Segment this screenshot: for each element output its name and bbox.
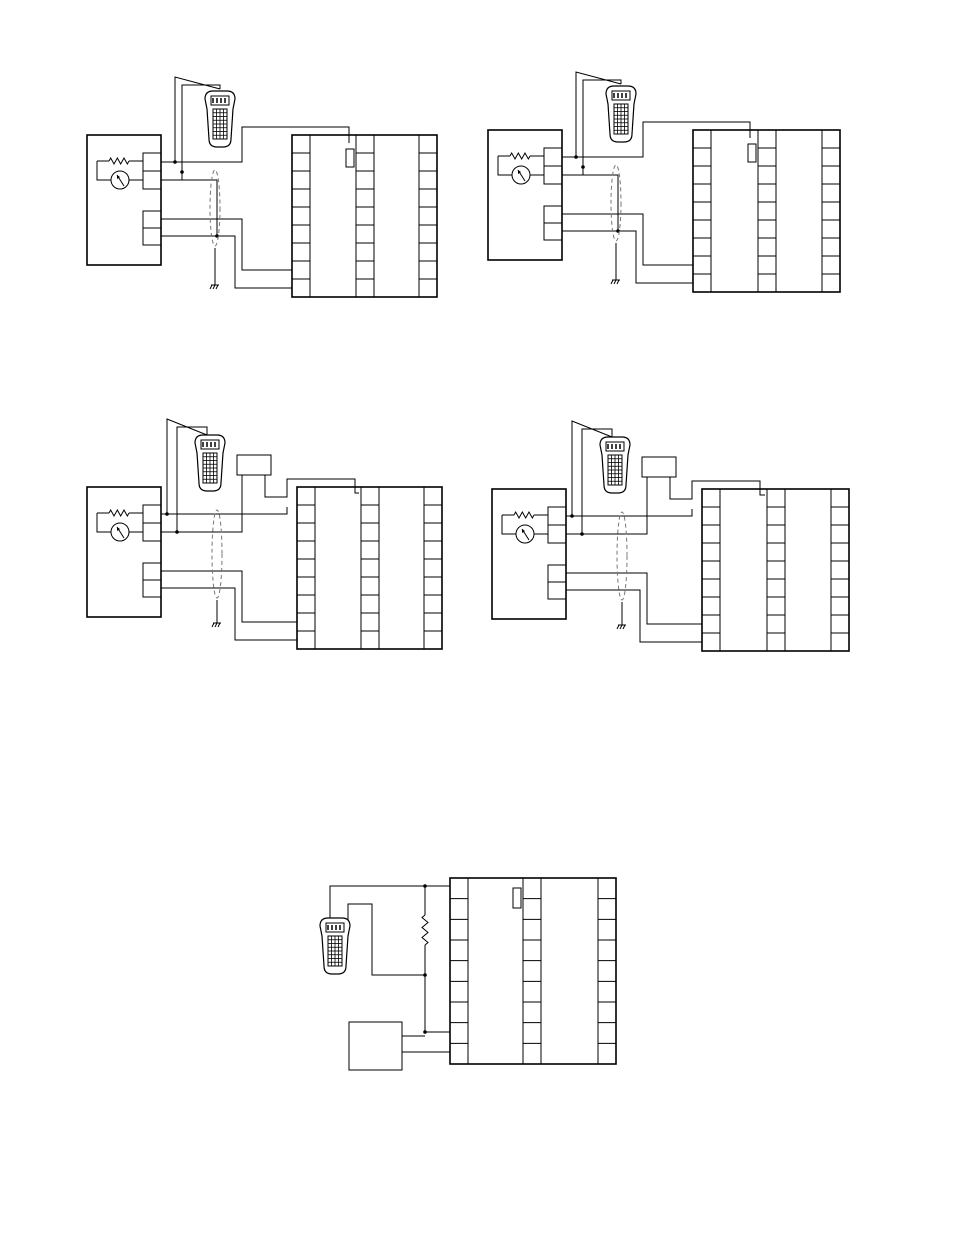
wire — [97, 161, 111, 180]
resistor-icon — [510, 153, 530, 159]
jumper-link — [346, 149, 354, 167]
wire — [566, 590, 702, 642]
wire — [502, 515, 516, 534]
junction-dot — [581, 165, 585, 169]
hart-communicator-icon — [606, 86, 636, 142]
power-supply-box — [237, 455, 271, 475]
wire — [161, 180, 217, 236]
resistor-icon — [109, 158, 129, 164]
meter-icon — [111, 523, 129, 541]
ground-icon — [617, 625, 626, 629]
hart-communicator-icon — [195, 435, 225, 491]
instrument-outline — [693, 130, 840, 292]
wire — [97, 513, 111, 532]
diagram-5 — [320, 878, 616, 1070]
wire — [425, 945, 450, 1032]
resistor-zigzag — [109, 510, 129, 516]
wire — [498, 156, 512, 175]
jumper-link — [748, 144, 756, 162]
diagram-3 — [87, 419, 442, 649]
resistor-zigzag — [514, 512, 534, 518]
jumper-link — [513, 888, 521, 908]
power-supply-box — [349, 1022, 402, 1070]
instrument-outline — [450, 878, 616, 1064]
field-transmitter — [488, 130, 562, 260]
instrument-outline — [297, 487, 442, 649]
diagram-4 — [492, 421, 849, 651]
junction-dot — [423, 884, 427, 888]
cable-shield-icon — [617, 512, 627, 600]
wire — [161, 127, 349, 162]
hart-communicator-icon — [600, 437, 630, 493]
diagram-2 — [488, 72, 840, 292]
junction-dot — [165, 512, 169, 516]
resistor-icon — [422, 915, 428, 945]
ground-hatch — [614, 280, 616, 284]
wire — [167, 507, 287, 514]
instrument-terminal-block — [693, 130, 840, 292]
wire — [572, 509, 692, 516]
wire — [161, 236, 292, 288]
ground-icon — [212, 623, 221, 627]
ground-hatch — [216, 285, 218, 289]
ground-hatch — [213, 285, 215, 289]
ground-hatch — [215, 623, 217, 627]
wire — [562, 122, 750, 157]
junction-dot — [180, 170, 184, 174]
junction-dot — [423, 1030, 427, 1034]
resistor-icon — [514, 512, 534, 518]
diagram-1 — [87, 77, 437, 297]
junction-dot — [175, 530, 179, 534]
junction-dot — [570, 514, 574, 518]
instrument-outline — [292, 135, 437, 297]
instrument-terminal-block — [702, 489, 849, 651]
meter-icon — [516, 525, 534, 543]
cable-shield-icon — [210, 170, 220, 246]
ground-hatch — [623, 625, 625, 629]
wire — [161, 219, 292, 270]
ground-icon — [611, 280, 620, 284]
ground-hatch — [617, 280, 619, 284]
instrument-outline — [702, 489, 849, 651]
ground-hatch — [218, 623, 220, 627]
wire — [562, 231, 693, 283]
wire — [566, 573, 702, 624]
instrument-terminal-block — [292, 135, 437, 297]
cable-shield-icon — [212, 510, 222, 598]
wire — [161, 571, 297, 622]
ground-hatch — [210, 285, 212, 289]
wire — [161, 588, 297, 640]
wire — [562, 175, 618, 231]
wire — [670, 477, 765, 499]
instrument-terminal-block — [450, 878, 616, 1064]
wire — [348, 904, 425, 975]
resistor-zigzag — [109, 158, 129, 164]
ground-hatch — [620, 625, 622, 629]
meter-icon — [512, 166, 530, 184]
junction-dot — [173, 160, 177, 164]
hart-communicator-icon — [320, 918, 350, 974]
wire — [265, 475, 359, 497]
power-supply-box — [642, 457, 676, 477]
resistor-icon — [109, 510, 129, 516]
junction-dot — [423, 973, 427, 977]
resistor-zigzag — [422, 915, 428, 945]
meter-icon — [111, 171, 129, 189]
field-transmitter — [492, 489, 566, 619]
ground-hatch — [212, 623, 214, 627]
field-transmitter — [87, 135, 161, 265]
hart-communicator-icon — [205, 91, 235, 147]
ground-hatch — [617, 625, 619, 629]
junction-dot — [574, 155, 578, 159]
wire — [562, 214, 693, 265]
cable-shield-icon — [611, 165, 621, 241]
resistor-zigzag — [510, 153, 530, 159]
ground-icon — [210, 285, 219, 289]
junction-dot — [580, 532, 584, 536]
field-transmitter — [87, 487, 161, 617]
ground-hatch — [611, 280, 613, 284]
instrument-terminal-block — [297, 487, 442, 649]
